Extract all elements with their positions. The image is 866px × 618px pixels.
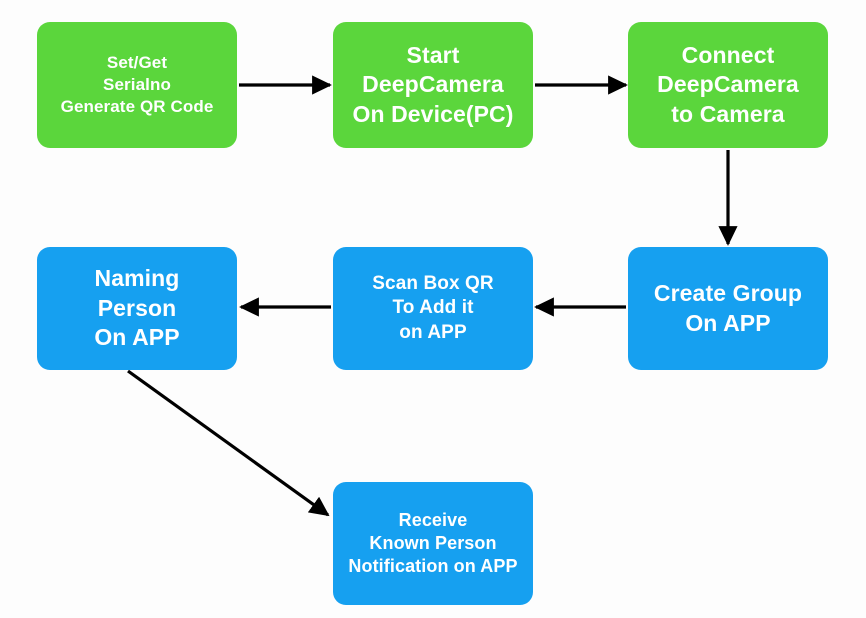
edge-arrow bbox=[127, 369, 330, 517]
node-label: Scan Box QR To Add it on APP bbox=[372, 273, 494, 343]
node-connect-deepcamera[interactable]: Connect DeepCamera to Camera bbox=[628, 22, 828, 148]
node-create-group[interactable]: Create Group On APP bbox=[628, 247, 828, 370]
node-set-get-serialno[interactable]: Set/Get Serialno Generate QR Code bbox=[37, 22, 237, 148]
node-receive-notification[interactable]: Receive Known Person Notification on APP bbox=[333, 482, 533, 605]
node-label: Naming Person On APP bbox=[94, 265, 180, 351]
node-scan-box-qr[interactable]: Scan Box QR To Add it on APP bbox=[333, 247, 533, 370]
node-start-deepcamera[interactable]: Start DeepCamera On Device(PC) bbox=[333, 22, 533, 148]
node-label: Connect DeepCamera to Camera bbox=[657, 41, 799, 127]
node-label: Create Group On APP bbox=[653, 280, 803, 336]
node-naming-person[interactable]: Naming Person On APP bbox=[37, 247, 237, 370]
node-label: Start DeepCamera On Device(PC) bbox=[352, 41, 514, 127]
node-label: Receive Known Person Notification on APP bbox=[348, 509, 518, 577]
node-label: Set/Get Serialno Generate QR Code bbox=[60, 53, 214, 116]
